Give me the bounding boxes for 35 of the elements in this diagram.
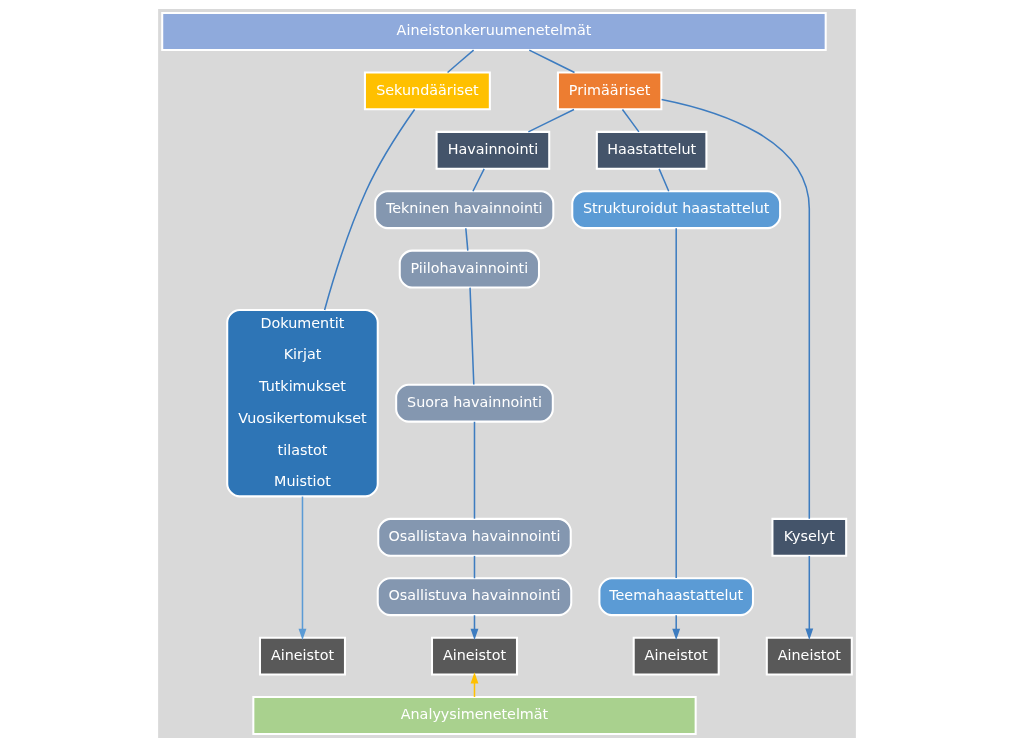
node-box: Dokumentit Kirjat Tutkimukset Vuosikertomukset tilastot Muistiot bbox=[226, 308, 379, 497]
connector bbox=[446, 48, 475, 73]
node-box: Aineistot bbox=[765, 636, 853, 676]
connector bbox=[660, 98, 811, 520]
node-box: Havainnointi bbox=[435, 130, 551, 170]
connector bbox=[465, 226, 469, 251]
connector bbox=[472, 167, 485, 192]
connector bbox=[658, 167, 670, 192]
arrow bbox=[672, 614, 681, 640]
node-box: Analyysimenetelmät bbox=[252, 695, 697, 735]
connector bbox=[621, 108, 640, 133]
node-box: Aineistot bbox=[632, 636, 720, 676]
connector bbox=[527, 108, 575, 133]
node-box: Osallistava havainnointi bbox=[377, 517, 572, 557]
node-box: Tekninen havainnointi bbox=[374, 189, 555, 229]
node-box: Strukturoidut haastattelut bbox=[571, 189, 782, 229]
connector bbox=[469, 286, 475, 385]
arrow bbox=[298, 495, 307, 640]
connector bbox=[528, 48, 576, 73]
node-box: Piilohavainnointi bbox=[398, 249, 541, 288]
connector bbox=[473, 554, 476, 579]
arrow bbox=[805, 554, 814, 640]
node-box: Primääriset bbox=[556, 70, 663, 110]
node-box: Haastattelut bbox=[595, 130, 708, 170]
connector bbox=[323, 108, 416, 311]
connector bbox=[675, 226, 677, 579]
node-box: Suora havainnointi bbox=[395, 383, 554, 423]
node-box: Kyselyt bbox=[771, 517, 848, 557]
node-box: Aineistot bbox=[258, 636, 346, 676]
connector bbox=[473, 420, 476, 519]
node-box: Aineistonkeruumenetelmät bbox=[161, 11, 827, 51]
node-box: Teemahaastattelut bbox=[598, 576, 754, 616]
node-box: Sekundääriset bbox=[363, 70, 491, 110]
node-box: Osallistuva havainnointi bbox=[376, 576, 573, 616]
node-box: Aineistot bbox=[430, 636, 518, 676]
